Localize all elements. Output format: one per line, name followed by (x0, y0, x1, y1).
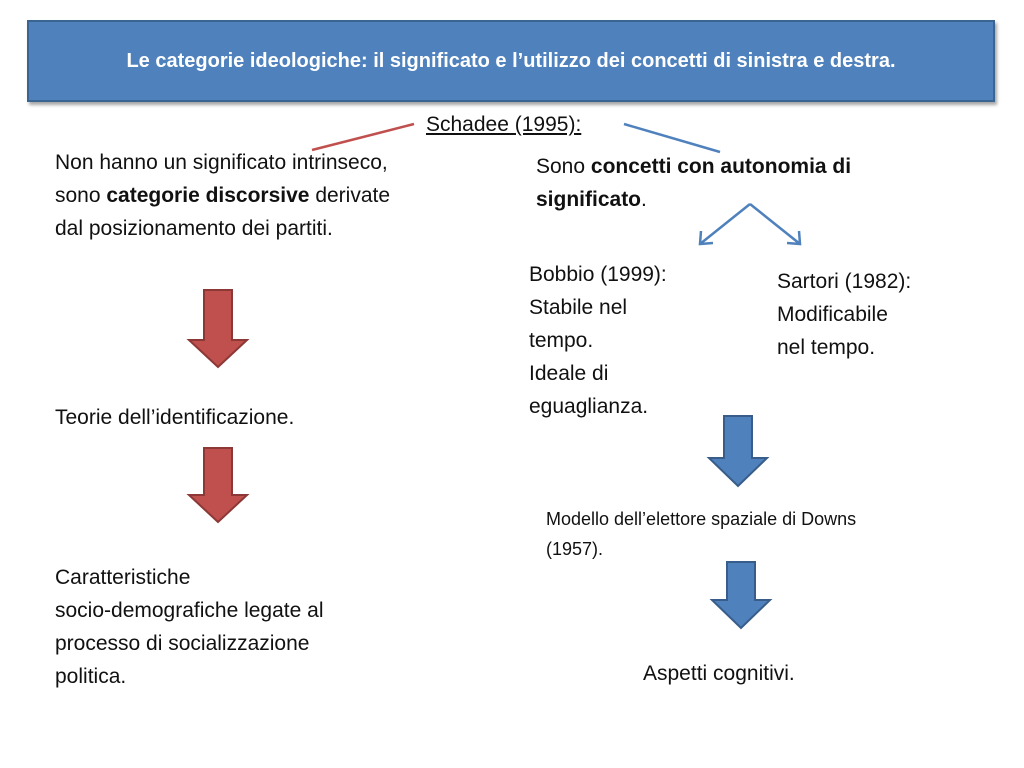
sartori-line: Modificabile (777, 303, 888, 326)
down-arrow-blue-2 (709, 561, 773, 630)
left-step3-line: Caratteristiche (55, 566, 191, 589)
left-intro-line2: sono categorie discorsive derivate (55, 184, 391, 207)
down-arrow-red-2 (186, 447, 250, 524)
downs-line: Modello dell’elettore spaziale di Downs (546, 509, 857, 529)
slide-title: Le categorie ideologiche: il significato… (126, 49, 896, 72)
left-step2: Teorie dell’identificazione. (55, 406, 295, 429)
connector-root-right (623, 122, 721, 154)
connector-root-left (311, 122, 415, 152)
sartori-line: nel tempo. (777, 336, 876, 359)
right-intro-line2: significato. (536, 188, 647, 211)
branch-arrow-left (698, 203, 751, 246)
left-step3-line: processo di socializzazione (55, 632, 310, 655)
bobbio-block: Bobbio (1999): Stabile nel tempo. Ideale… (529, 258, 667, 423)
down-arrow-blue-1 (706, 415, 770, 488)
sartori-line: Sartori (1982): (777, 270, 912, 293)
bobbio-line: Ideale di (529, 362, 609, 385)
cognitive-aspects: Aspetti cognitivi. (643, 662, 795, 685)
bobbio-line: Stabile nel (529, 296, 628, 319)
bobbio-line: eguaglianza. (529, 395, 649, 418)
sartori-block: Sartori (1982): Modificabile nel tempo. (777, 265, 911, 364)
downs-block: Modello dell’elettore spaziale di Downs … (546, 504, 856, 564)
down-arrow-red-1 (186, 289, 250, 369)
left-step3-line: politica. (55, 665, 127, 688)
left-step3-line: socio-demografiche legate al (55, 599, 324, 622)
root-label: Schadee (1995): (426, 113, 582, 136)
downs-line: (1957). (546, 539, 604, 559)
bobbio-line: tempo. (529, 329, 594, 352)
bobbio-line: Bobbio (1999): (529, 263, 667, 286)
left-intro-bold: categorie discorsive (106, 184, 310, 207)
branch-arrow-right (749, 203, 802, 246)
left-intro: Non hanno un significato intrinseco, son… (55, 146, 390, 245)
right-intro: Sono concetti con autonomia di significa… (536, 150, 851, 216)
left-intro-line1: Non hanno un significato intrinseco, (55, 151, 388, 174)
left-step3: Caratteristiche socio-demografiche legat… (55, 561, 324, 693)
left-intro-line3: dal posizionamento dei partiti. (55, 217, 333, 240)
right-intro-line1: Sono concetti con autonomia di (536, 155, 852, 178)
title-banner: Le categorie ideologiche: il significato… (27, 20, 995, 102)
right-intro-bold: concetti con autonomia di (590, 155, 852, 178)
